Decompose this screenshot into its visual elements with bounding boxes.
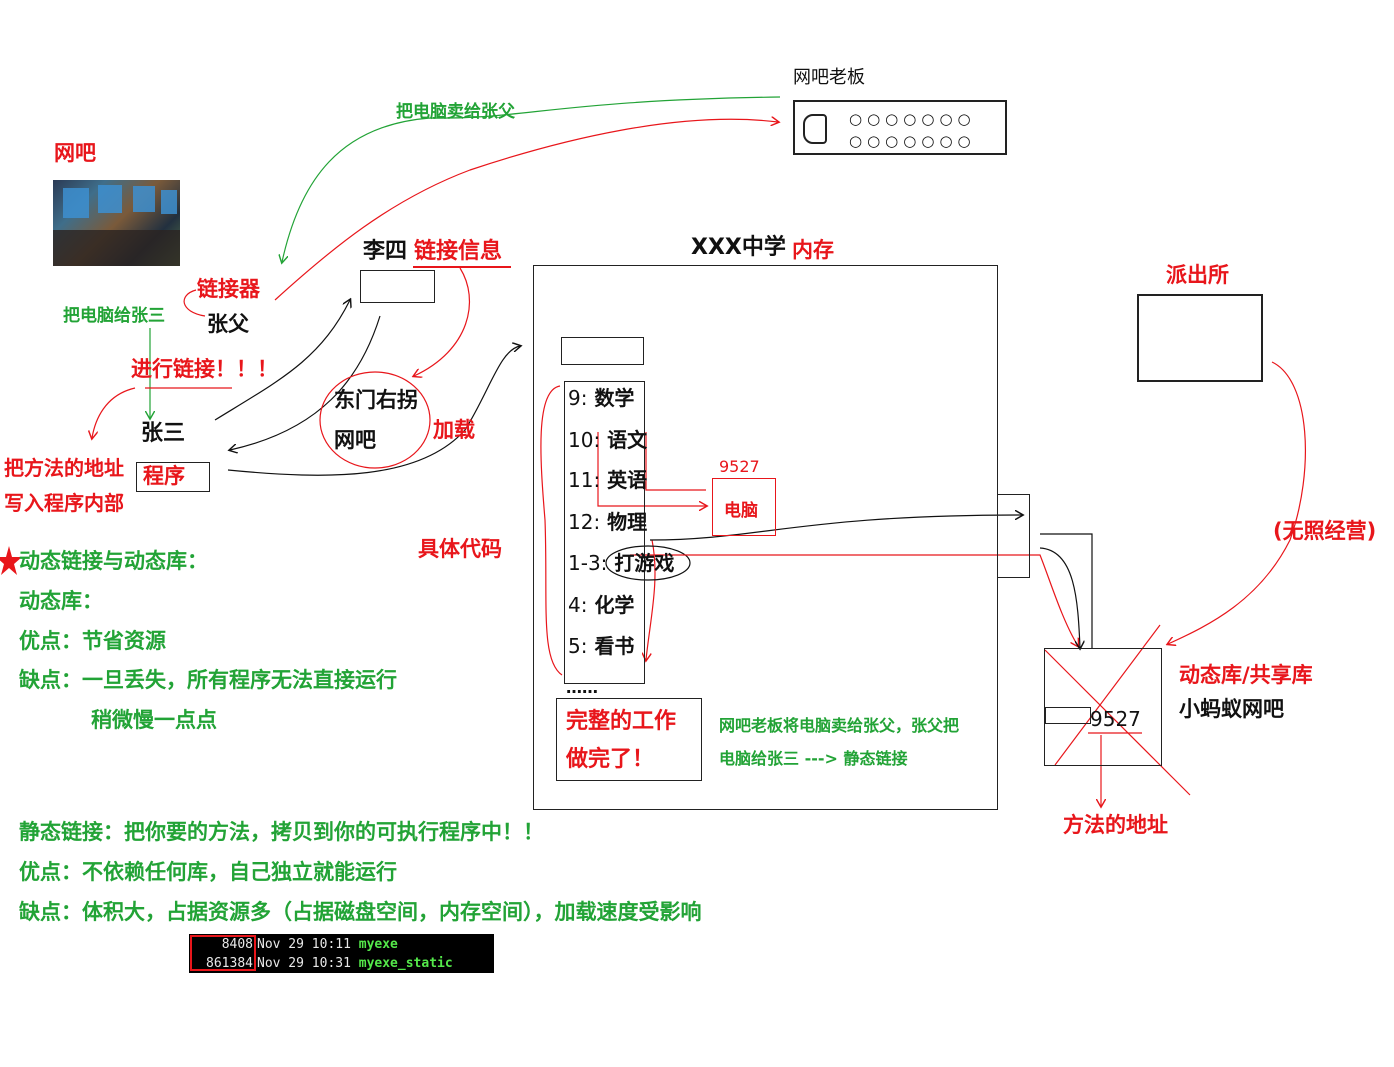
done-box: 完整的工作 做完了！ — [556, 698, 702, 781]
library-slot — [1045, 707, 1091, 724]
load-label: 加载 — [433, 418, 475, 442]
memory-label: 内存 — [792, 238, 834, 262]
done-line1: 完整的工作 — [566, 709, 677, 734]
netbar-title: 网吧 — [54, 141, 96, 165]
schedule-item: 1-3: 打游戏 — [568, 551, 675, 575]
size-highlight — [190, 935, 256, 971]
pc-number: 9527 — [719, 457, 760, 476]
program-label: 程序 — [143, 464, 185, 488]
dynamic-lib-heading: 动态库： — [19, 589, 103, 613]
give-to-zhangsan-label: 把电脑给张三 — [63, 306, 165, 326]
link-info-label: 链接信息 — [414, 239, 503, 264]
link-info-underline — [413, 266, 511, 268]
code-label: 具体代码 — [418, 537, 502, 561]
boss-label: 网吧老板 — [793, 67, 865, 88]
netbar-computers-box: ○○○○○○○ ○○○○○○○ — [793, 100, 1007, 155]
write-address-line1: 把方法的地址 — [4, 456, 124, 480]
memory-header-slot — [561, 337, 644, 365]
dynamic-pro: 优点：节省资源 — [19, 629, 166, 653]
schedule-list: 9: 数学 10: 语文 11: 英语 12: 物理 1-3: 打游戏 4: 化… — [564, 381, 674, 684]
unlicensed-label: (无照经营) — [1273, 519, 1377, 543]
pc-box: 电脑 — [712, 478, 776, 536]
school-label: XXX中学 — [691, 235, 786, 260]
schedule-item: 12: 物理 — [568, 510, 648, 534]
dynamic-title: 动态链接与动态库： — [19, 549, 208, 573]
static-note-line2: 电脑给张三 ---> 静态链接 — [719, 749, 908, 768]
library-box: 9527 — [1044, 648, 1162, 766]
father-label: 张父 — [207, 312, 249, 336]
dongmen-line2: 网吧 — [334, 428, 376, 452]
program-box: 程序 — [136, 462, 210, 492]
monitor-icon — [803, 114, 827, 144]
police-label: 派出所 — [1166, 263, 1229, 287]
static-pro: 优点：不依赖任何库，自己独立就能运行 — [19, 860, 397, 884]
linker-label: 链接器 — [197, 277, 260, 301]
zhangsan-label: 张三 — [141, 421, 186, 446]
sell-to-father-label: 把电脑卖给张父 — [396, 102, 515, 122]
schedule-item: 10: 语文 — [568, 428, 648, 452]
dynamic-con: 缺点：一旦丢失，所有程序无法直接运行 — [19, 668, 397, 692]
memory-port-box — [997, 494, 1030, 578]
dynamic-con-2: 稍微慢一点点 — [91, 708, 217, 732]
lisi-box — [360, 270, 435, 303]
library-number: 9527 — [1090, 707, 1141, 731]
schedule-item: 11: 英语 — [568, 468, 648, 492]
dynamic-library-label: 动态库/共享库 — [1179, 663, 1313, 687]
schedule-item: 4: 化学 — [568, 593, 635, 617]
pc-label: 电脑 — [724, 501, 758, 521]
ant-netbar-label: 小蚂蚁网吧 — [1179, 697, 1284, 721]
dongmen-line1: 东门右拐 — [334, 388, 418, 412]
done-line2: 做完了！ — [566, 747, 655, 772]
police-box — [1137, 294, 1263, 382]
schedule-ellipsis: …… — [566, 678, 598, 697]
schedule-item: 5: 看书 — [568, 634, 635, 658]
schedule-item: 9: 数学 — [568, 386, 635, 410]
static-con: 缺点：体积大，占据资源多（占据磁盘空间，内存空间），加载速度受影响 — [19, 900, 702, 924]
write-address-line2: 写入程序内部 — [4, 491, 124, 515]
static-note-line1: 网吧老板将电脑卖给张父，张父把 — [719, 716, 960, 735]
computer-dots-row1: ○○○○○○○ — [849, 110, 976, 128]
method-address-label: 方法的地址 — [1063, 813, 1168, 837]
static-title: 静态链接：把你要的方法，拷贝到你的可执行程序中！！ — [19, 820, 544, 844]
do-link-label: 进行链接！！！ — [131, 357, 278, 381]
lisi-label: 李四 — [363, 239, 408, 264]
netbar-photo — [53, 180, 180, 266]
computer-dots-row2: ○○○○○○○ — [849, 132, 976, 150]
